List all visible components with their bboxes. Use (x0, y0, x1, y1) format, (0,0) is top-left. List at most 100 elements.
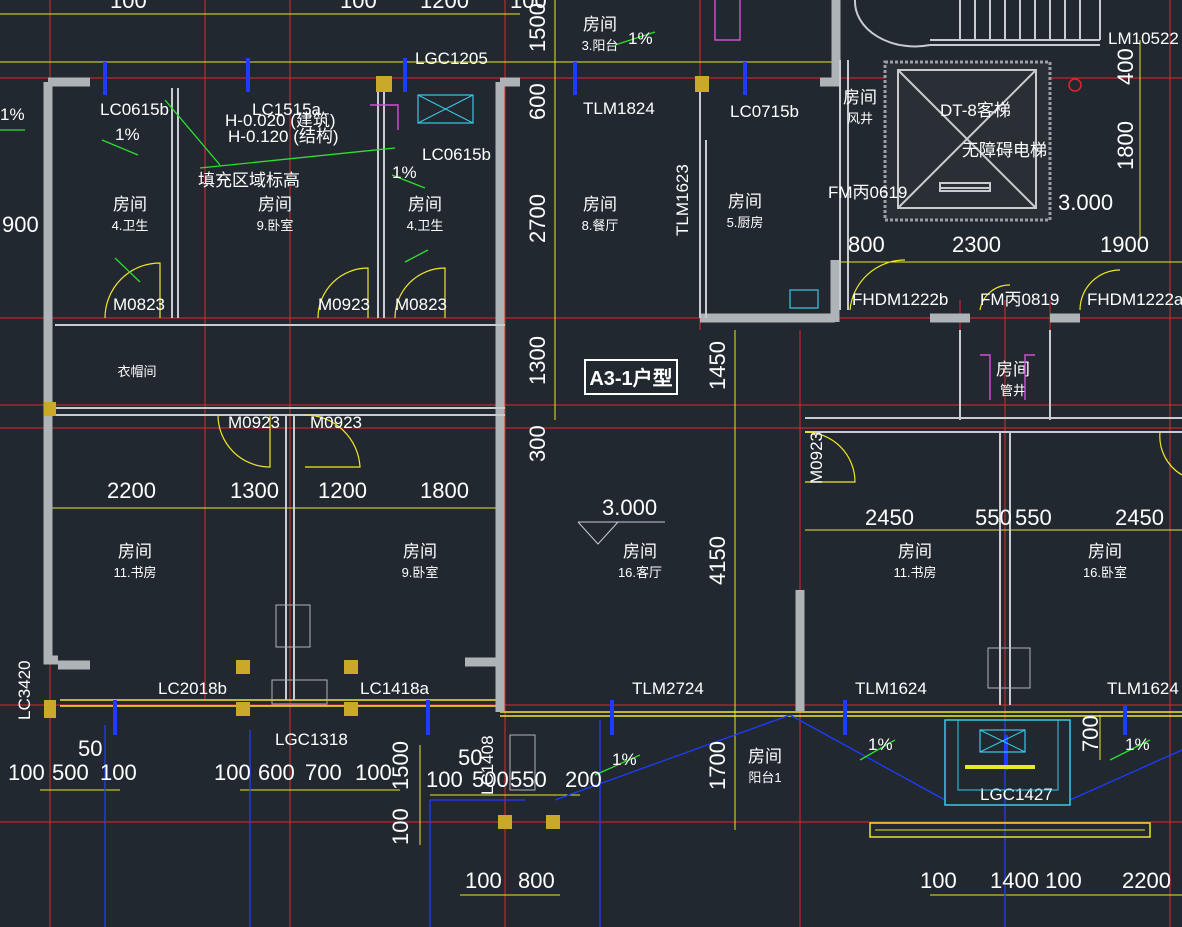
dim: 100 (388, 808, 413, 845)
label-tlm1624-1: TLM1624 (855, 679, 927, 698)
label-fmc0619: FM丙0619 (828, 183, 907, 202)
dim: 2200 (1122, 868, 1171, 893)
room-name: 房间 (843, 88, 877, 107)
dim: 550 (510, 767, 547, 792)
room-labels: 房间 3.阳台 房间 4.卫生 房间 9.卧室 房间 4.卫生 房间 8.餐厅 … (112, 15, 1127, 785)
dim: 100 (510, 0, 547, 13)
dim: 1400 (990, 868, 1039, 893)
dim: 100 (8, 760, 45, 785)
dim: 200 (565, 767, 602, 792)
label-lc1515a: LC1515a (252, 100, 322, 119)
dim: 100 (100, 760, 137, 785)
room-sub: 4.卫生 (112, 218, 149, 233)
room-name: 房间 (623, 542, 657, 561)
room-name: 房间 (898, 542, 932, 561)
elevation-label-center: 3.000 (602, 495, 657, 520)
label-lc0715b: LC0715b (730, 102, 799, 121)
label-dt8-sub: 无障碍电梯 (962, 141, 1047, 160)
doors (104, 259, 1182, 483)
slope-label: 1% (392, 163, 417, 182)
dim: 2700 (525, 194, 550, 243)
room-name: 房间 (996, 360, 1030, 379)
dim: 800 (518, 868, 555, 893)
room-name: 房间 (1088, 542, 1122, 561)
fixtures (271, 0, 1082, 806)
dim: 700 (1078, 715, 1103, 752)
dim: 1800 (420, 478, 469, 503)
room-sub: 4.卫生 (407, 218, 444, 233)
elevation-markers: 3.000 3.000 (577, 190, 1113, 545)
room-sub: 阳台1 (748, 770, 781, 785)
room-sub: 11.书房 (113, 565, 156, 580)
room-name: 房间 (748, 747, 782, 766)
room-name: 房间 (403, 542, 437, 561)
room-sub: 管井 (1000, 383, 1026, 398)
label-lc2018b: LC2018b (158, 679, 227, 698)
dim: 100 (214, 760, 251, 785)
note-h2: H-0.120 (结构) (228, 127, 339, 146)
unit-title-box: A3-1户型 (584, 359, 678, 395)
dim: 100 (1045, 868, 1082, 893)
note-h1: H-0.020 (建筑) (225, 111, 336, 130)
dim: 500 (52, 760, 89, 785)
slope-labels: 1% 1% 1% 1% 1% 1% 1% (0, 29, 1150, 769)
label-lc1408: LC1408 (478, 735, 497, 795)
dim: 100 (355, 760, 392, 785)
dim: 700 (305, 760, 342, 785)
label-m0923-3: M0923 (310, 413, 362, 432)
label-tlm1824: TLM1824 (583, 99, 655, 118)
label-lgc1427: LGC1427 (980, 785, 1053, 804)
elevation-label-right: 3.000 (1058, 190, 1113, 215)
room-sub: 9.卧室 (402, 565, 439, 580)
dim: 600 (525, 83, 550, 120)
room-sub: 16.客厅 (618, 565, 662, 580)
dim: 1800 (1113, 121, 1138, 170)
label-fmb0819: FM丙0819 (980, 290, 1059, 309)
dim: 550 (975, 505, 1012, 530)
room-name: 房间 (728, 192, 762, 211)
dim: 1300 (525, 336, 550, 385)
label-lm10522: LM10522 (1108, 29, 1179, 48)
label-dt8: DT-8客梯 (940, 101, 1011, 120)
dim: 900 (2, 212, 39, 237)
stair-area (853, 0, 1101, 48)
room-sub: 16.卧室 (1083, 565, 1127, 580)
room-sub: 5.厨房 (727, 215, 764, 230)
elevator-shaft (883, 60, 1052, 222)
dim: 100 (426, 767, 463, 792)
dim: 600 (258, 760, 295, 785)
dim: 2300 (952, 232, 1001, 257)
slope-label: 1% (1125, 735, 1150, 754)
balcony-railing (869, 822, 1151, 838)
label-lgc1205: LGC1205 (415, 49, 488, 68)
note-fill: 填充区域标高 (198, 171, 300, 190)
label-tlm1623: TLM1623 (673, 164, 692, 236)
dim: 1700 (705, 741, 730, 790)
component-labels: LC0615b LC1515a LGC1205 LC0615b TLM1824 … (15, 29, 1182, 804)
room-sub: 风井 (847, 111, 873, 126)
room-sub: 11.书房 (893, 565, 936, 580)
dim: 1500 (388, 741, 413, 790)
elevation-note: H-0.020 (建筑) H-0.120 (结构) 填充区域标高 (198, 111, 339, 190)
dim: 550 (1015, 505, 1052, 530)
dim: 100 (110, 0, 147, 13)
column-hatches (44, 76, 709, 829)
label-m0823-1: M0823 (113, 295, 165, 314)
dim: 1500 (525, 3, 550, 52)
room-name: 房间 (583, 195, 617, 214)
dim: 300 (525, 425, 550, 462)
dim: 1200 (318, 478, 367, 503)
dim: 800 (848, 232, 885, 257)
room-name: 房间 (113, 195, 147, 214)
dim: 2200 (107, 478, 156, 503)
windows (103, 58, 1127, 770)
slope-label: 1% (115, 125, 140, 144)
room-sub: 8.餐厅 (582, 218, 619, 233)
label-lgc1318: LGC1318 (275, 730, 348, 749)
label-m0923-1: M0923 (318, 295, 370, 314)
label-tlm2724: TLM2724 (632, 679, 704, 698)
room-name: 房间 (258, 195, 292, 214)
label-m0923-2: M0923 (228, 413, 280, 432)
